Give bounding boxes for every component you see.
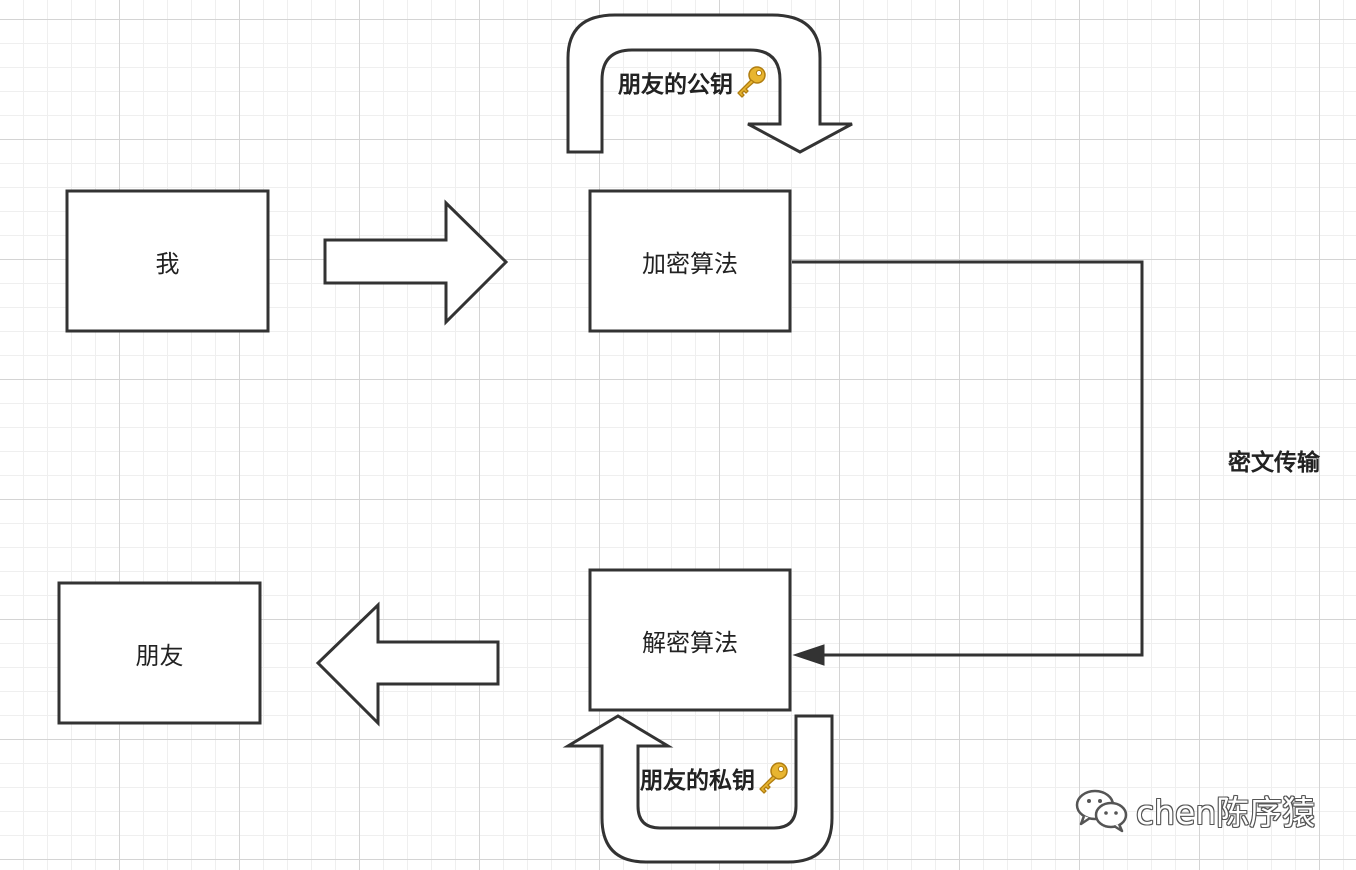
node-decrypt-box bbox=[588, 568, 792, 712]
ciphertext-arrowhead bbox=[792, 644, 825, 666]
arrow-decrypt-to-friend bbox=[315, 601, 500, 727]
private-key-uturn-arrow bbox=[562, 714, 834, 864]
key-icon bbox=[737, 66, 766, 98]
ciphertext-label: 密文传输 bbox=[1228, 450, 1320, 476]
public-key-uturn-arrow bbox=[566, 13, 853, 154]
public-key-text: 朋友的公钥 bbox=[618, 72, 733, 98]
key-icon bbox=[759, 762, 788, 794]
ciphertext-connector bbox=[792, 260, 1144, 657]
private-key-label: 朋友的私钥 bbox=[640, 760, 790, 796]
arrow-me-to-encrypt bbox=[323, 199, 509, 326]
wechat-icon bbox=[1075, 789, 1128, 833]
watermark: chen陈序猿 bbox=[1074, 786, 1315, 834]
node-encrypt-box bbox=[588, 189, 792, 333]
node-me-box bbox=[65, 189, 270, 333]
private-key-text: 朋友的私钥 bbox=[640, 768, 755, 794]
public-key-label: 朋友的公钥 bbox=[618, 64, 768, 100]
watermark-text: chen陈序猿 bbox=[1136, 793, 1316, 832]
node-friend-box bbox=[57, 581, 262, 725]
